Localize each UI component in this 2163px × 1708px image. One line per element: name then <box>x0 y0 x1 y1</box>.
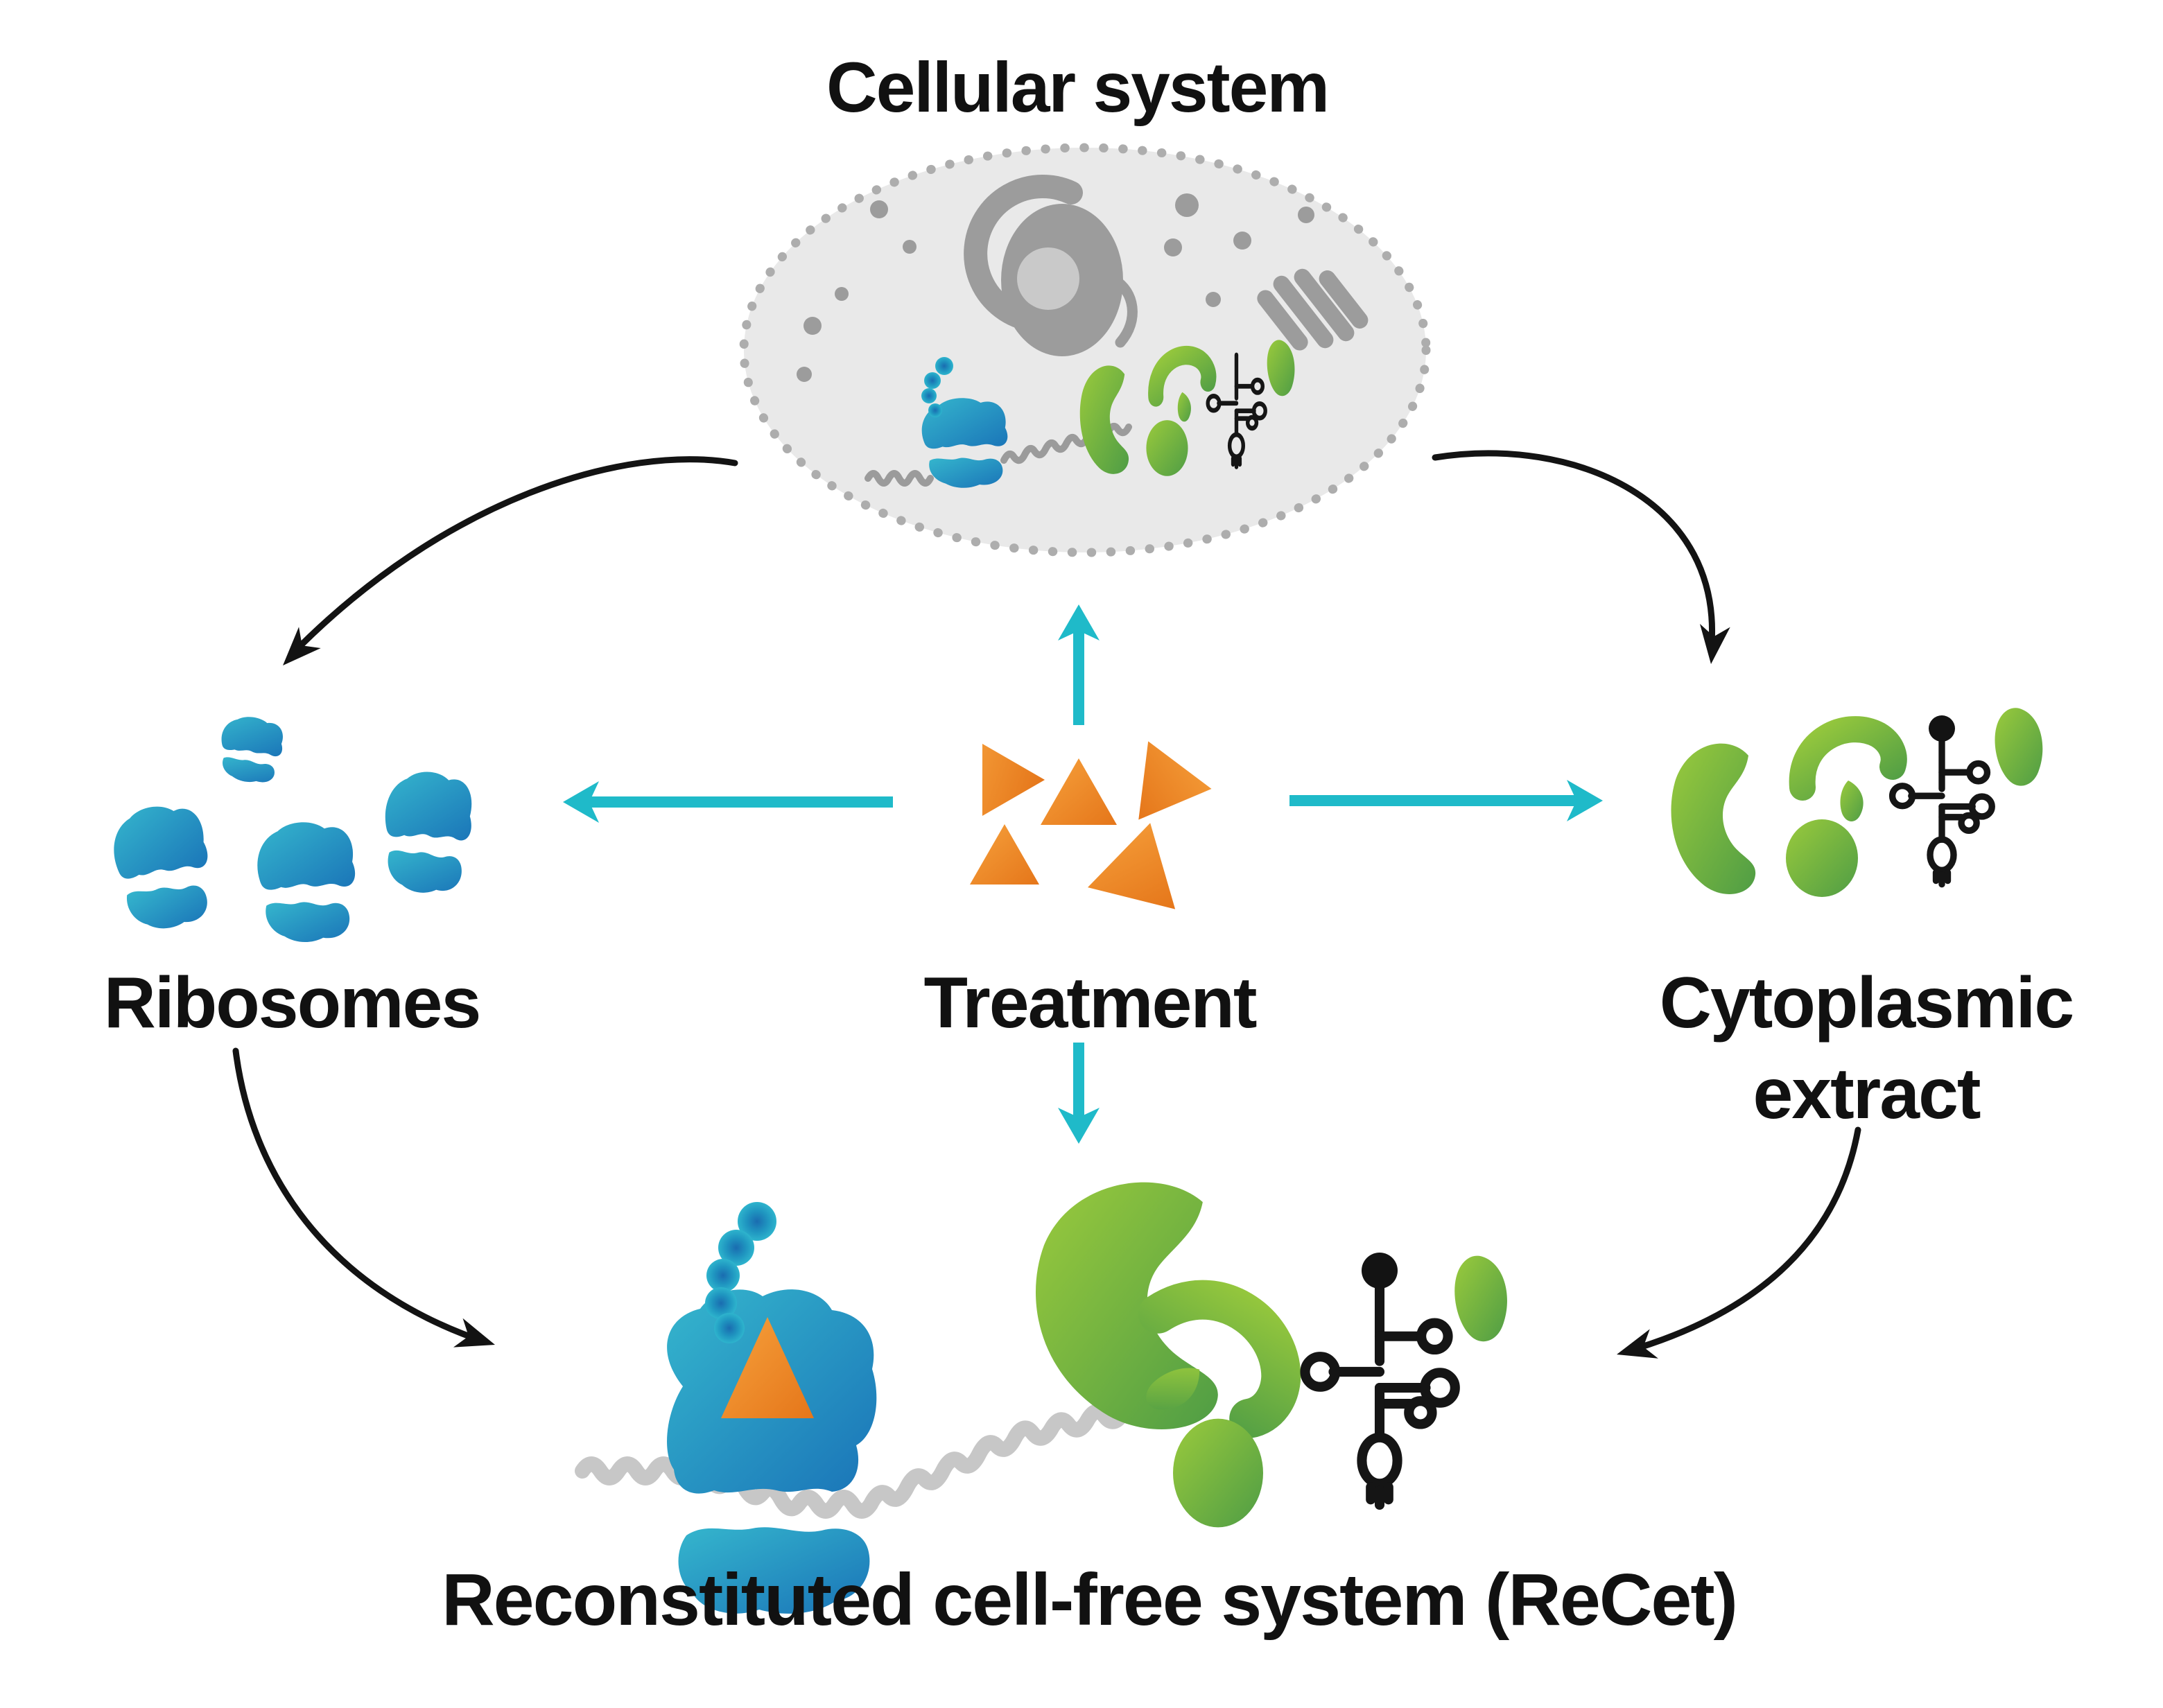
treatment-label: Treatment <box>923 963 1257 1043</box>
extract-proteins-icon <box>1035 1182 1507 1528</box>
protein-blob-icon <box>1146 420 1188 476</box>
ribosomes-cluster-icon <box>110 712 477 943</box>
mrna-icon <box>865 470 934 487</box>
trna-icon <box>1893 729 1992 884</box>
treatment-triangle-icon <box>1138 741 1212 820</box>
nascent-chain-icon <box>921 357 953 417</box>
treatment-triangle-icon <box>1041 758 1117 825</box>
trna-icon <box>1305 1271 1454 1505</box>
arrow-cell-to-ribosomes <box>288 456 738 659</box>
nascent-chain-icon <box>705 1202 776 1343</box>
treatment-triangle-icon <box>721 1317 814 1418</box>
ribosome-with-treatment-icon <box>667 1202 877 1614</box>
er-small-crescent-icon <box>1109 274 1138 348</box>
treatment-triangle-icon <box>982 744 1045 816</box>
treatment-arrows <box>563 604 1603 1144</box>
ribosome-icon <box>377 767 477 898</box>
protein-blob-icon <box>1786 819 1858 897</box>
trna-pin-icon <box>1929 715 1955 742</box>
ribosome-icon <box>214 712 287 787</box>
treatment-triangle-icon <box>1087 823 1176 909</box>
treatment-triangle-icon <box>970 824 1039 885</box>
protein-blob-icon <box>1802 729 1894 821</box>
cell-translation-icon <box>865 340 1295 488</box>
cytoplasmic-extract-label: Cytoplasmic extract <box>1659 958 2074 1140</box>
ribosomes-label: Ribosomes <box>103 963 482 1043</box>
protein-blob-icon <box>1671 743 1756 894</box>
protein-blob-icon <box>1173 1418 1263 1528</box>
process-arrows <box>232 450 1861 1370</box>
arrow-cell-to-extract <box>1432 450 1715 655</box>
golgi-icon <box>1257 268 1369 351</box>
vesicle-dots-icon <box>797 193 1314 382</box>
ribosome-icon <box>257 822 356 943</box>
ribosome-icon <box>110 801 215 933</box>
recet-system-icon <box>575 1182 1507 1614</box>
cytoplasmic-extract-icon <box>1671 708 2043 897</box>
recet-label: Reconstituted cell-free system (ReCet) <box>442 1559 1738 1641</box>
cytoplasmic-extract-label-line1: Cytoplasmic <box>1659 963 2074 1043</box>
cell-system-icon <box>739 143 1431 557</box>
cell-system-label: Cellular system <box>826 48 1330 127</box>
cytoplasmic-extract-label-line2: extract <box>1753 1054 1981 1135</box>
protein-blob-icon <box>1995 708 2043 786</box>
arrow-ribosomes-to-recet <box>232 1047 489 1345</box>
protein-blob-icon <box>1454 1255 1507 1342</box>
organelles-icon <box>797 174 1369 382</box>
treatment-cluster-icon <box>970 741 1212 909</box>
nucleolus-icon <box>1017 247 1079 310</box>
arrowhead-icon <box>1612 1329 1658 1370</box>
arrowhead-icon <box>453 1318 500 1359</box>
arrow-extract-to-recet <box>1622 1126 1861 1355</box>
trna-pin-icon <box>1362 1253 1398 1289</box>
